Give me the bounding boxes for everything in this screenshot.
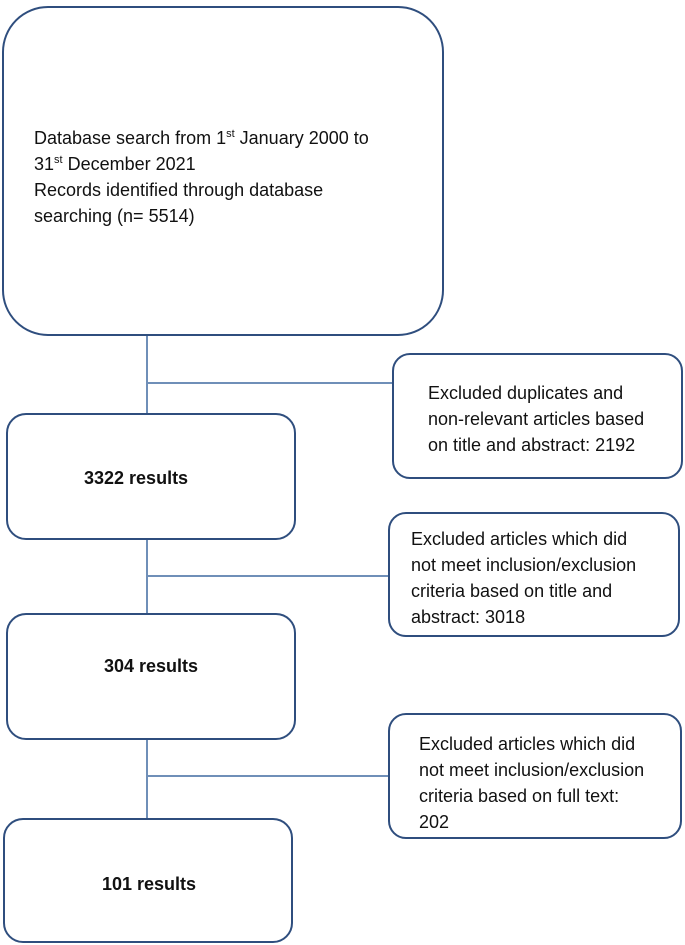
exclusion-3-line-1: Excluded articles which did: [419, 734, 636, 754]
exclusion-text-1: Excluded duplicates and non-relevant art…: [428, 380, 683, 458]
connector-start-to-step1: [146, 334, 148, 414]
exclusion-3-line-3: criteria based on full text:: [419, 786, 620, 806]
start-line-3: Records identified through database: [34, 180, 324, 200]
step-label-1: 3322 results: [84, 468, 189, 488]
exclusion-2-line-1: Excluded articles which did: [411, 529, 628, 549]
exclusion-3-line-4: 202: [419, 812, 450, 832]
exclusion-text-3: Excluded articles which did not meet inc…: [419, 731, 681, 835]
connector-branch-2: [147, 575, 388, 577]
exclusion-2-line-3: criteria based on title and: [411, 581, 613, 601]
exclusion-2-line-4: abstract: 3018: [411, 607, 526, 627]
step-box-3: 101 results: [3, 818, 293, 943]
exclusion-2-line-2: not meet inclusion/exclusion: [411, 555, 637, 575]
exclusion-box-2: Excluded articles which did not meet inc…: [388, 512, 680, 637]
connector-branch-3: [147, 775, 388, 777]
exclusion-box-1: Excluded duplicates and non-relevant art…: [392, 353, 683, 479]
step-label-3: 101 results: [102, 874, 197, 894]
start-line-2: 31st December 2021: [34, 154, 196, 174]
exclusion-box-3: Excluded articles which did not meet inc…: [388, 713, 682, 839]
step-box-1: 3322 results: [6, 413, 296, 540]
exclusion-1-line-3: on title and abstract: 2192: [428, 435, 636, 455]
exclusion-1-line-1: Excluded duplicates and: [428, 383, 624, 403]
step-label-2: 304 results: [104, 656, 199, 676]
exclusion-text-2: Excluded articles which did not meet inc…: [411, 526, 677, 630]
start-line-4: searching (n= 5514): [34, 206, 195, 226]
connector-branch-1: [147, 382, 393, 384]
connector-step2-to-step3: [146, 738, 148, 819]
start-text: Database search from 1st January 2000 to…: [34, 125, 434, 229]
start-line-1: Database search from 1st January 2000 to: [34, 128, 369, 148]
step-box-2: 304 results: [6, 613, 296, 740]
exclusion-3-line-2: not meet inclusion/exclusion: [419, 760, 645, 780]
start-box: Database search from 1st January 2000 to…: [2, 6, 444, 336]
exclusion-1-line-2: non-relevant articles based: [428, 409, 645, 429]
connector-step1-to-step2: [146, 539, 148, 614]
